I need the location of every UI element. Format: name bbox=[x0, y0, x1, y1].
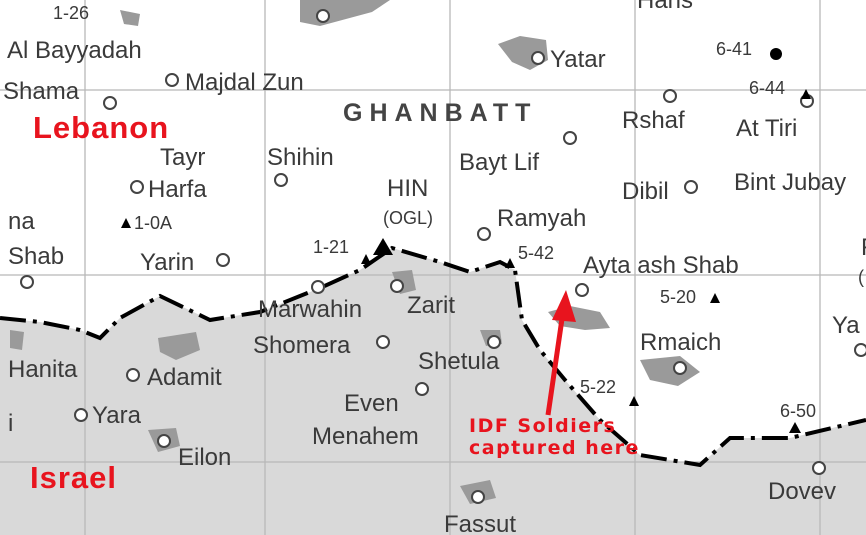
town-marker bbox=[563, 131, 577, 145]
country-label-lebanon: Lebanon bbox=[33, 110, 170, 145]
label-5-22: 5-22 bbox=[580, 377, 617, 397]
town-marker bbox=[376, 335, 390, 349]
town-marker bbox=[20, 275, 34, 289]
survey-triangle bbox=[629, 396, 639, 406]
label-shihin: Shihin bbox=[267, 144, 334, 171]
town-marker bbox=[126, 368, 140, 382]
label-5-20: 5-20 bbox=[660, 287, 697, 307]
label-ogl: (OGL) bbox=[383, 208, 434, 228]
town-marker bbox=[415, 382, 429, 396]
label-adamit: Adamit bbox=[147, 364, 222, 391]
label-bint-jubayl: Bint Jubay bbox=[734, 169, 847, 196]
label-yarin: Yarin bbox=[140, 249, 195, 276]
label-rshaf: Rshaf bbox=[622, 107, 685, 134]
town-marker bbox=[390, 279, 404, 293]
town-marker bbox=[274, 173, 288, 187]
label-hans: Hans bbox=[637, 0, 694, 14]
town-marker bbox=[854, 343, 866, 357]
label-6-41: 6-41 bbox=[716, 39, 753, 59]
town-marker bbox=[311, 280, 325, 294]
label-shetula: Shetula bbox=[418, 348, 500, 375]
town-marker bbox=[684, 180, 698, 194]
label-na: na bbox=[8, 208, 35, 235]
label-shab: Shab bbox=[8, 243, 65, 270]
town-marker bbox=[74, 408, 88, 422]
label-even: Even bbox=[344, 390, 399, 417]
town-marker bbox=[663, 89, 677, 103]
town-marker bbox=[157, 434, 171, 448]
label-rmaich: Rmaich bbox=[640, 329, 722, 356]
label-i-edge: i bbox=[8, 410, 14, 437]
label-ramyah: Ramyah bbox=[497, 205, 587, 232]
label-1-0a: 1-0A bbox=[134, 213, 173, 233]
label-hin: HIN bbox=[387, 175, 429, 202]
annotation-line-1: IDF Soldiers bbox=[469, 415, 617, 437]
survey-points bbox=[121, 48, 811, 433]
label-shama: Shama bbox=[3, 78, 80, 105]
survey-triangle bbox=[789, 422, 801, 433]
town-marker bbox=[575, 283, 589, 297]
international-border bbox=[0, 245, 866, 468]
label-1-21: 1-21 bbox=[313, 237, 350, 257]
town-marker bbox=[316, 9, 330, 23]
town-marker bbox=[487, 335, 501, 349]
label-harfa: Harfa bbox=[148, 176, 207, 203]
town-marker bbox=[130, 180, 144, 194]
label-dovev: Dovev bbox=[768, 478, 837, 505]
survey-triangle bbox=[710, 293, 720, 303]
label-6-44: 6-44 bbox=[749, 78, 786, 98]
label-tayr: Tayr bbox=[160, 144, 206, 171]
peak-dot bbox=[770, 48, 782, 60]
label-zarit: Zarit bbox=[407, 292, 455, 319]
label-at-tiri: At Tiri bbox=[736, 115, 798, 142]
town-marker bbox=[165, 73, 179, 87]
region-label: GHANBATT bbox=[343, 99, 538, 127]
label-shomera: Shomera bbox=[253, 332, 351, 359]
label-6-50: 6-50 bbox=[780, 401, 817, 421]
town-marker bbox=[673, 361, 687, 375]
survey-triangle bbox=[361, 254, 371, 264]
label-hanita: Hanita bbox=[8, 356, 78, 383]
town-marker bbox=[812, 461, 826, 475]
town-marker bbox=[103, 96, 117, 110]
town-markers bbox=[20, 9, 866, 504]
label-f-edge: F bbox=[861, 236, 866, 260]
label-yara: Yara bbox=[92, 402, 141, 429]
label-yatar: Yatar bbox=[550, 46, 606, 73]
annotation-line-2: captured here bbox=[469, 436, 640, 459]
built-up-areas bbox=[10, 0, 700, 504]
capture-annotation: IDF Soldiers captured here bbox=[469, 415, 640, 460]
label-majdal-zun: Majdal Zun bbox=[185, 69, 304, 96]
survey-triangle bbox=[373, 238, 393, 255]
label-al-bayyadah: Al Bayyadah bbox=[7, 37, 142, 64]
town-marker bbox=[531, 51, 545, 65]
country-label-israel: Israel bbox=[30, 460, 118, 495]
label-ya-edge: Ya bbox=[832, 312, 860, 339]
label-paren-edge: ( bbox=[858, 267, 864, 287]
label-ayta-ash-shab: Ayta ash Shab bbox=[583, 252, 739, 279]
label-menahem: Menahem bbox=[312, 423, 419, 450]
town-marker bbox=[471, 490, 485, 504]
town-marker bbox=[477, 227, 491, 241]
capture-arrow bbox=[545, 290, 576, 416]
survey-triangle bbox=[801, 89, 811, 99]
label-fassut: Fassut bbox=[444, 511, 517, 535]
label-dibil: Dibil bbox=[622, 178, 669, 205]
town-marker bbox=[216, 253, 230, 267]
survey-triangle bbox=[121, 218, 131, 228]
label-marwahin: Marwahin bbox=[258, 296, 363, 323]
label-bayt-lif: Bayt Lif bbox=[459, 149, 540, 176]
label-5-42: 5-42 bbox=[518, 243, 555, 263]
survey-triangle bbox=[505, 258, 515, 268]
label-1-26: 1-26 bbox=[53, 3, 90, 23]
label-eilon: Eilon bbox=[178, 444, 232, 471]
